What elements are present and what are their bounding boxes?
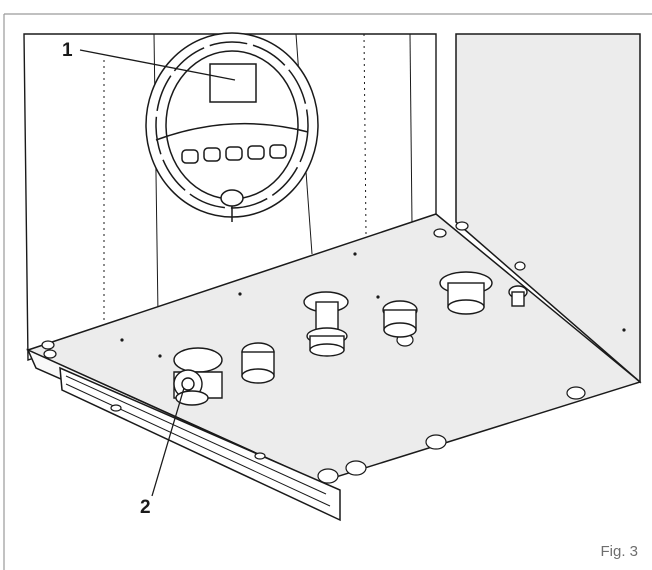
figure-caption: Fig. 3 — [600, 543, 638, 560]
callout-leaders — [79, 49, 236, 497]
display-screen — [209, 63, 257, 103]
callout-label-2: 2 — [140, 497, 151, 518]
plate-dots — [120, 252, 626, 358]
control-buttons — [181, 144, 287, 164]
gas-connection — [173, 347, 223, 406]
callout-label-1: 1 — [62, 40, 73, 61]
figure-frame — [3, 13, 652, 570]
control-panel — [145, 32, 319, 222]
leader-2 — [151, 387, 185, 497]
water-fittings — [241, 271, 528, 384]
plate-holes — [41, 221, 586, 484]
power-knob — [220, 189, 244, 207]
leader-1 — [79, 49, 236, 81]
